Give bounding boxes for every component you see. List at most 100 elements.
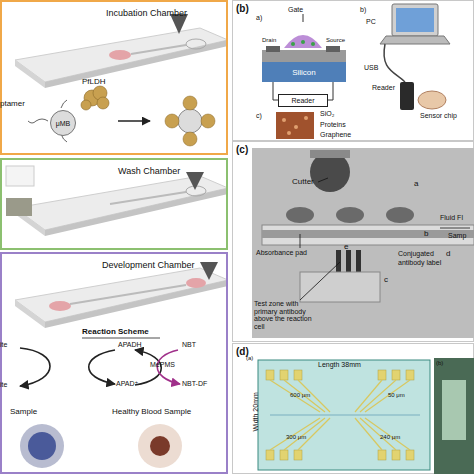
afm-image	[276, 112, 314, 139]
afm-texture	[294, 125, 298, 129]
flow-device	[262, 230, 474, 238]
microfluidic-chip	[131, 45, 186, 54]
chemical-label: ite	[0, 341, 7, 349]
contact-pad	[280, 450, 288, 460]
magnet-tip	[186, 172, 204, 190]
heading-label: Reaction Scheme	[82, 328, 149, 337]
part-label: Reader	[372, 84, 395, 92]
reaction-arrow	[118, 120, 150, 122]
underline	[82, 338, 160, 339]
laptop	[380, 36, 450, 44]
part-label: Proteins	[320, 121, 346, 129]
leader-line	[300, 178, 470, 300]
flow-device	[336, 250, 341, 272]
electrode-trace	[270, 414, 420, 415]
leader-line	[300, 262, 340, 300]
electrode-trace	[365, 380, 410, 412]
electrode-trace	[284, 418, 325, 450]
wash-pad	[6, 166, 34, 186]
flow-device	[286, 207, 314, 223]
part-label: USB	[364, 64, 378, 72]
part-label: Test zone with primary antibody above th…	[254, 300, 314, 331]
handheld-reader	[400, 82, 446, 110]
microfluidic-chip	[49, 301, 71, 311]
subpanel-letter: b)	[360, 6, 366, 14]
part-label: Absorbance pad	[256, 249, 307, 257]
panel-letter: (c)	[236, 144, 248, 155]
chemical-label: APAD⁺	[116, 380, 138, 388]
part-label: Cutter	[292, 178, 314, 187]
flow-device	[386, 207, 414, 223]
part-label: Gate	[288, 6, 303, 14]
node-title: Wash Chamber	[118, 166, 180, 176]
sensor-schematic	[301, 40, 305, 44]
sensor-schematic	[266, 46, 280, 52]
microfluidic-chip	[15, 28, 228, 82]
handheld-reader	[418, 91, 446, 109]
chip-photo	[442, 380, 466, 440]
callout-letter: a	[414, 180, 418, 189]
chamber-panel: Incubation ChamberμMB	[0, 0, 228, 155]
laptop	[396, 8, 434, 32]
sample-label: Sample	[10, 408, 37, 417]
contact-pad	[378, 450, 386, 460]
electrode-trace	[270, 380, 320, 412]
chemical-label: NBT-DF	[182, 380, 207, 388]
afm-texture	[304, 116, 308, 120]
sensor-schematic	[291, 42, 295, 46]
bead-complex	[201, 114, 215, 128]
laptop	[380, 4, 450, 44]
cycle-arrow	[89, 350, 115, 384]
part-label: Drain	[262, 37, 276, 44]
contact-pad	[266, 370, 274, 380]
chamber-panel: Wash Chamber	[0, 158, 228, 250]
bead-complex	[165, 96, 215, 146]
reader-box: Reader	[278, 94, 328, 107]
electrode-trace	[365, 418, 410, 450]
chemical-label: NBT	[182, 341, 196, 349]
bead-complex	[178, 109, 202, 133]
electrode-trace	[284, 380, 325, 412]
contact-pad	[392, 370, 400, 380]
aptamer-strand	[28, 119, 48, 123]
protein-blob	[81, 86, 109, 110]
bead-complex	[165, 96, 215, 146]
flow-device	[346, 250, 351, 272]
afm-texture	[282, 116, 308, 135]
flow-device	[262, 150, 474, 302]
sample-label: Healthy Blood Sample	[112, 408, 191, 417]
subpanel-letter: a)	[256, 14, 262, 22]
electrode-trace	[270, 418, 320, 450]
part-label: ptamer	[0, 100, 25, 109]
afm-texture	[282, 118, 286, 122]
microfluidic-chip	[15, 268, 228, 328]
blood-spot	[28, 432, 56, 460]
microfluidic-chip	[15, 60, 45, 88]
flow-device	[300, 272, 380, 302]
dimension-label: 50 μm	[388, 392, 405, 399]
microfluidic-chip	[109, 50, 131, 60]
flow-device	[262, 225, 474, 245]
panel-frame	[233, 1, 474, 474]
electrode-chip	[258, 360, 430, 470]
chemical-label: APADH	[118, 341, 142, 349]
silicon-layer: Silicon	[262, 62, 346, 82]
subpanel-letter: (a)	[246, 355, 253, 362]
protein-blob	[81, 100, 91, 110]
callout-letter: d	[446, 250, 450, 259]
flow-device	[310, 150, 350, 158]
usb-cable	[384, 44, 405, 82]
handheld-reader	[400, 82, 414, 110]
node-title: Reader	[279, 95, 327, 106]
microfluidic-chip	[15, 28, 228, 88]
sensor-schematic	[284, 35, 322, 48]
sensor-schematic	[303, 14, 304, 22]
panel-letter: (b)	[236, 3, 249, 14]
callout-letter: b	[424, 230, 428, 239]
node-title: Development Chamber	[102, 260, 195, 270]
dimension-label: Width 20mm	[252, 392, 260, 431]
contact-pad	[406, 450, 414, 460]
sensor-schematic	[311, 42, 315, 46]
